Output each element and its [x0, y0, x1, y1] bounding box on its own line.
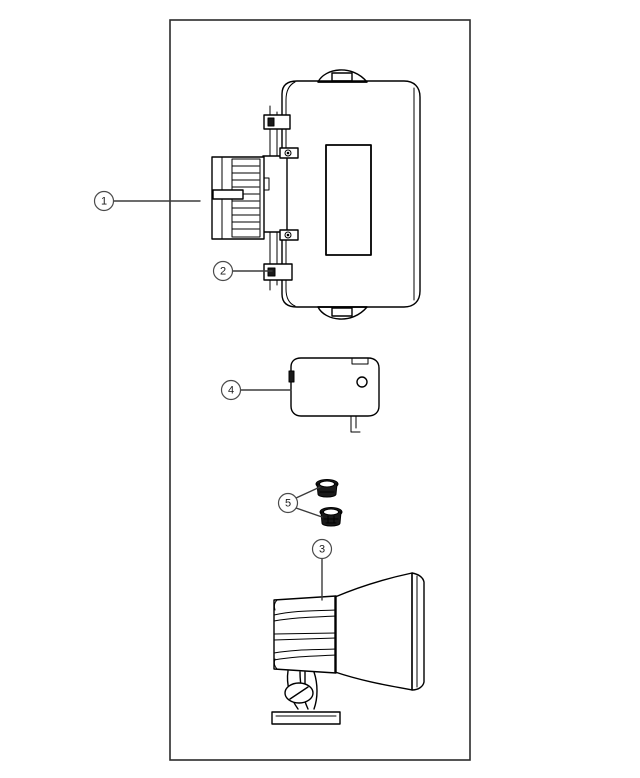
callout-4[interactable]: 4: [220, 379, 242, 401]
callout-5[interactable]: 5: [277, 492, 299, 514]
plug-caps: [315, 479, 343, 527]
cover-module: [288, 357, 380, 433]
callout-leaders: [113, 200, 323, 601]
diagram-border: [169, 19, 471, 761]
leader-line-5b: [295, 507, 323, 518]
housing-body-outline: [281, 80, 421, 308]
housing-top-tab: [317, 69, 368, 83]
horn-base-plate: [271, 711, 341, 725]
housing-inner-panel: [325, 144, 372, 256]
callout-3[interactable]: 3: [311, 538, 333, 560]
ribbed-cylinder: [211, 156, 265, 240]
callout-1[interactable]: 1: [93, 190, 115, 212]
callout-2[interactable]: 2: [212, 260, 234, 282]
main-housing-assembly: [211, 69, 421, 320]
callout-1-circle[interactable]: [93, 190, 115, 212]
horn-speaker-assembly: [271, 572, 425, 725]
leader-line-5a: [295, 486, 321, 499]
plug-cap-lower: [319, 507, 343, 527]
horn-rim: [411, 572, 425, 691]
mounting-bracket-tab: [263, 263, 293, 281]
horn-driver-body: [273, 595, 337, 674]
plug-cap-upper: [315, 479, 339, 498]
callout-5-circle[interactable]: [277, 492, 299, 514]
horn-swivel-yoke: [284, 670, 318, 710]
callout-4-circle[interactable]: [220, 379, 242, 401]
housing-bracket-upper-screw: [279, 147, 299, 159]
callout-3-circle[interactable]: [311, 538, 333, 560]
housing-bracket-lower-screw: [279, 229, 299, 241]
housing-connector-plate: [262, 155, 288, 233]
housing-bracket-upper: [263, 114, 291, 130]
housing-bottom-tab: [317, 306, 368, 320]
callout-2-circle[interactable]: [212, 260, 234, 282]
